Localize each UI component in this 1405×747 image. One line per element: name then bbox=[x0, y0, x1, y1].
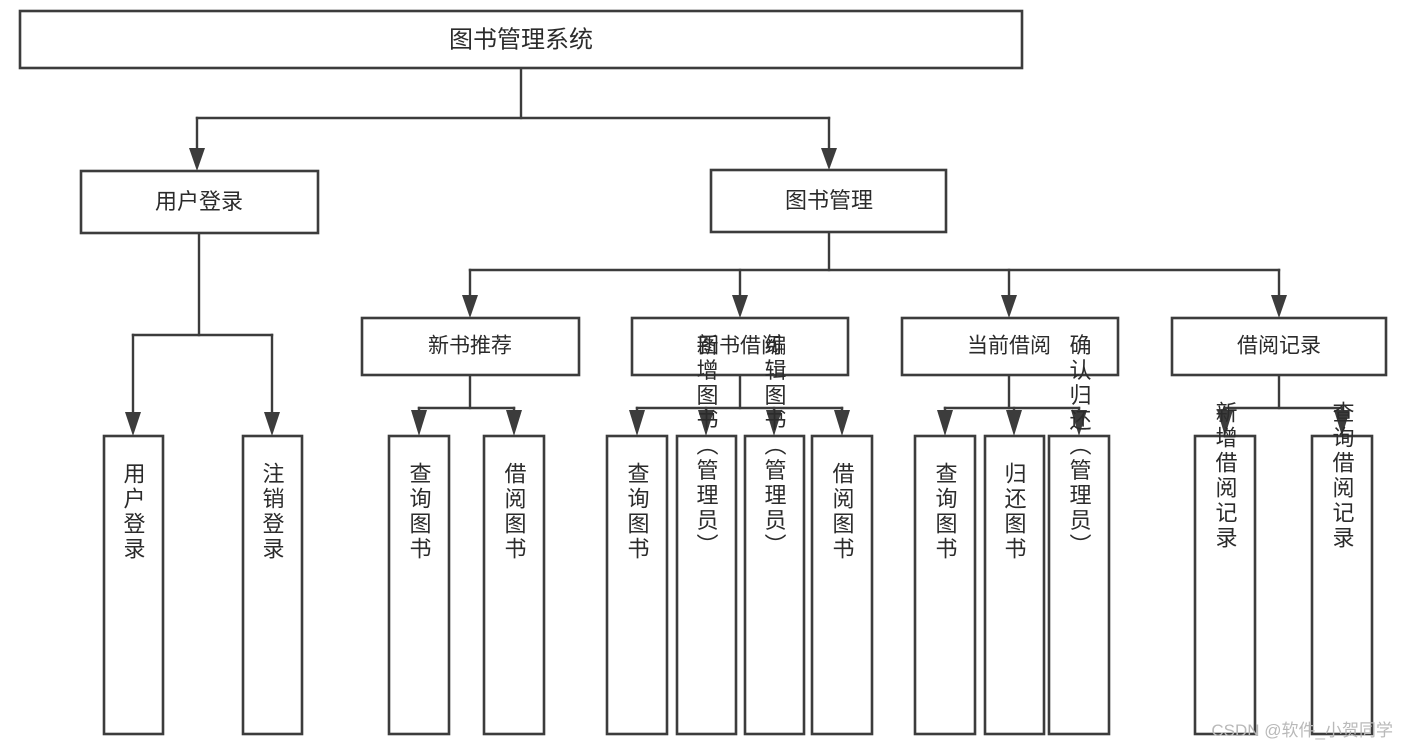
node-leaf-borrow-book-2-box[interactable] bbox=[810, 434, 874, 736]
node-root[interactable]: 图书管理系统 bbox=[18, 9, 1024, 70]
node-user-login-box[interactable] bbox=[79, 169, 320, 235]
arrow-to-leaf-user-login bbox=[125, 412, 141, 436]
node-leaf-user-login-label: 用户登录 bbox=[121, 462, 146, 562]
node-user-login-label: 用户登录 bbox=[155, 189, 243, 214]
arrow-to-leaf-query-book-2 bbox=[629, 410, 645, 436]
arrow-to-leaf-borrow-book-2 bbox=[834, 410, 850, 436]
node-leaf-query-record[interactable]: 查询借阅记录 bbox=[1310, 401, 1374, 736]
node-borrow-record-box[interactable] bbox=[1170, 316, 1388, 377]
node-book-manage-label: 图书管理 bbox=[785, 188, 873, 213]
node-leaf-return-book[interactable]: 归还图书 bbox=[983, 434, 1046, 736]
node-leaf-query-book-3[interactable]: 查询图书 bbox=[913, 434, 977, 736]
node-leaf-query-book-1-label: 查询图书 bbox=[407, 462, 432, 562]
node-leaf-borrow-book-1[interactable]: 借阅图书 bbox=[482, 434, 546, 736]
node-leaf-add-record[interactable]: 新增借阅记录 bbox=[1193, 401, 1257, 736]
node-leaf-borrow-book-2[interactable]: 借阅图书 bbox=[810, 434, 874, 736]
node-leaf-add-book-box[interactable] bbox=[675, 434, 738, 736]
node-leaf-add-record-box[interactable] bbox=[1193, 434, 1257, 736]
arrow-to-leaf-query-record bbox=[1334, 410, 1350, 436]
node-book-borrow[interactable]: 图书借阅 bbox=[630, 316, 850, 377]
node-leaf-query-book-3-box[interactable] bbox=[913, 434, 977, 736]
node-root-box[interactable] bbox=[18, 9, 1024, 70]
arrow-to-leaf-add-record bbox=[1217, 410, 1233, 436]
arrow-to-leaf-borrow-book-1 bbox=[506, 410, 522, 436]
node-current-borrow-box[interactable] bbox=[900, 316, 1120, 377]
node-leaf-edit-book-box[interactable] bbox=[743, 434, 806, 736]
node-new-book-recommend-label: 新书推荐 bbox=[428, 335, 512, 358]
node-leaf-add-book-label: 新增图书（管理员） bbox=[694, 334, 719, 559]
node-leaf-edit-book-label: 编辑图书（管理员） bbox=[762, 334, 787, 559]
node-leaf-borrow-book-1-box[interactable] bbox=[482, 434, 546, 736]
node-leaf-return-book-box[interactable] bbox=[983, 434, 1046, 736]
node-new-book-recommend-box[interactable] bbox=[360, 316, 581, 377]
node-leaf-add-book[interactable]: 新增图书（管理员） bbox=[675, 334, 738, 736]
node-leaf-borrow-book-1-label: 借阅图书 bbox=[502, 462, 527, 562]
node-leaf-query-book-2-box[interactable] bbox=[605, 434, 669, 736]
arrow-to-leaf-edit-book bbox=[766, 410, 782, 436]
arrow-to-borrow-record bbox=[1271, 295, 1287, 318]
node-leaf-confirm-return-label: 确认归还（管理员） bbox=[1067, 334, 1092, 559]
node-borrow-record[interactable]: 借阅记录 bbox=[1170, 316, 1388, 377]
node-leaf-borrow-book-2-label: 借阅图书 bbox=[830, 462, 855, 562]
node-leaf-query-book-1-box[interactable] bbox=[387, 434, 451, 736]
node-user-login[interactable]: 用户登录 bbox=[79, 169, 320, 235]
node-borrow-record-label: 借阅记录 bbox=[1237, 335, 1321, 358]
node-leaf-confirm-return[interactable]: 确认归还（管理员） bbox=[1047, 334, 1111, 736]
node-leaf-query-record-label: 查询借阅记录 bbox=[1330, 401, 1355, 551]
node-root-label: 图书管理系统 bbox=[449, 26, 593, 53]
node-book-manage-box[interactable] bbox=[709, 168, 948, 234]
arrow-to-leaf-query-book-1 bbox=[411, 410, 427, 436]
node-leaf-user-logout-box[interactable] bbox=[241, 434, 304, 736]
node-leaf-user-logout[interactable]: 注销登录 bbox=[241, 434, 304, 736]
node-leaf-confirm-return-box[interactable] bbox=[1047, 434, 1111, 736]
node-leaf-user-login-box[interactable] bbox=[102, 434, 165, 736]
node-current-borrow[interactable]: 当前借阅 bbox=[900, 316, 1120, 377]
node-book-borrow-label: 图书借阅 bbox=[698, 335, 782, 358]
arrow-to-book-borrow bbox=[732, 295, 748, 318]
node-new-book-recommend[interactable]: 新书推荐 bbox=[360, 316, 581, 377]
arrow-to-current-borrow bbox=[1001, 295, 1017, 318]
node-leaf-user-login[interactable]: 用户登录 bbox=[102, 434, 165, 736]
node-book-borrow-box[interactable] bbox=[630, 316, 850, 377]
arrow-to-leaf-add-book bbox=[698, 410, 714, 436]
arrow-to-leaf-user-logout bbox=[264, 412, 280, 436]
node-current-borrow-label: 当前借阅 bbox=[967, 335, 1051, 358]
arrow-to-new-book-recommend bbox=[462, 295, 478, 318]
node-leaf-query-record-box[interactable] bbox=[1310, 434, 1374, 736]
node-leaf-query-book-2-label: 查询图书 bbox=[625, 462, 650, 562]
arrow-to-leaf-confirm-return bbox=[1071, 410, 1087, 436]
node-leaf-user-logout-label: 注销登录 bbox=[260, 462, 285, 562]
arrow-to-leaf-return-book bbox=[1006, 410, 1022, 436]
node-leaf-add-record-label: 新增借阅记录 bbox=[1213, 401, 1238, 551]
node-book-manage[interactable]: 图书管理 bbox=[709, 168, 948, 234]
node-leaf-return-book-label: 归还图书 bbox=[1002, 462, 1027, 562]
connector-layer bbox=[125, 66, 1350, 436]
node-leaf-query-book-3-label: 查询图书 bbox=[933, 462, 958, 562]
arrow-to-book-manage bbox=[821, 148, 837, 170]
node-leaf-query-book-1[interactable]: 查询图书 bbox=[387, 434, 451, 736]
arrow-to-user-login bbox=[189, 148, 205, 171]
arrow-to-leaf-query-book-3 bbox=[937, 410, 953, 436]
node-leaf-edit-book[interactable]: 编辑图书（管理员） bbox=[743, 334, 806, 736]
node-leaf-query-book-2[interactable]: 查询图书 bbox=[605, 434, 669, 736]
